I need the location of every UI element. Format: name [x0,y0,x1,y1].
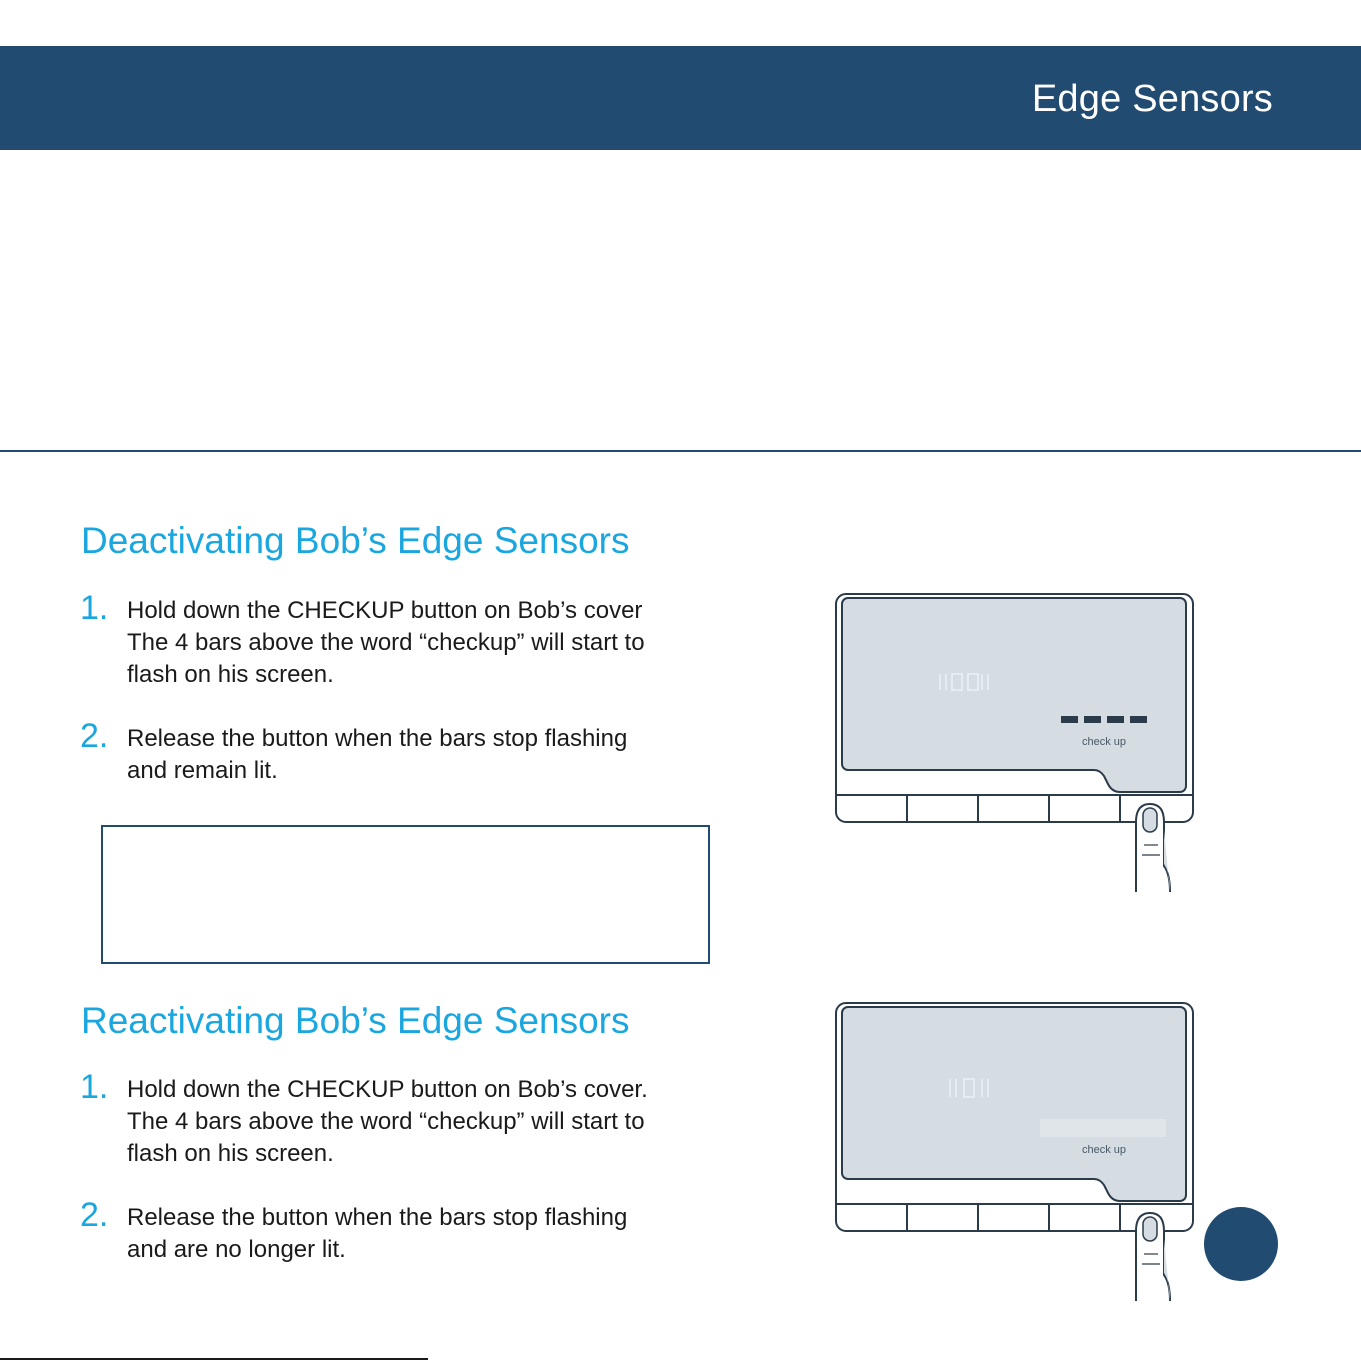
device-drawing [835,593,1194,893]
checkup-label: check up [1082,736,1127,748]
step-text: Release the button when the bars stop fl… [127,725,628,784]
step-text: Release the button when the bars stop fl… [127,1204,628,1263]
device-illustration-lit: check up [830,590,1200,910]
header-band [0,46,1361,150]
page-title: Edge Sensors [1031,78,1273,120]
device-screen [841,1006,1187,1202]
checkup-bars-unlit [1040,1119,1166,1137]
step-text: Hold down the CHECKUP button on Bob’s co… [127,597,645,688]
note-box [101,825,710,964]
device-drawing [835,1002,1194,1302]
step-text: Hold down the CHECKUP button on Bob’s co… [127,1076,648,1167]
section-divider [0,450,1361,452]
step-number: 1. [80,589,109,627]
finger-icon [1135,802,1171,893]
checkup-label: check up [1082,1144,1127,1156]
checkup-bars [1061,716,1147,723]
device-illustration-unlit: check up [830,999,1200,1319]
deactivate-heading: Deactivating Bob’s Edge Sensors [81,520,630,561]
footer-rule [0,1358,428,1360]
device-screen [841,597,1187,793]
step-number: 2. [80,1196,109,1234]
finger-icon [1135,1211,1171,1302]
page-marker-dot [1204,1207,1278,1281]
step-number: 2. [80,717,109,755]
step-number: 1. [80,1068,109,1106]
reactivate-heading: Reactivating Bob’s Edge Sensors [81,1000,630,1041]
